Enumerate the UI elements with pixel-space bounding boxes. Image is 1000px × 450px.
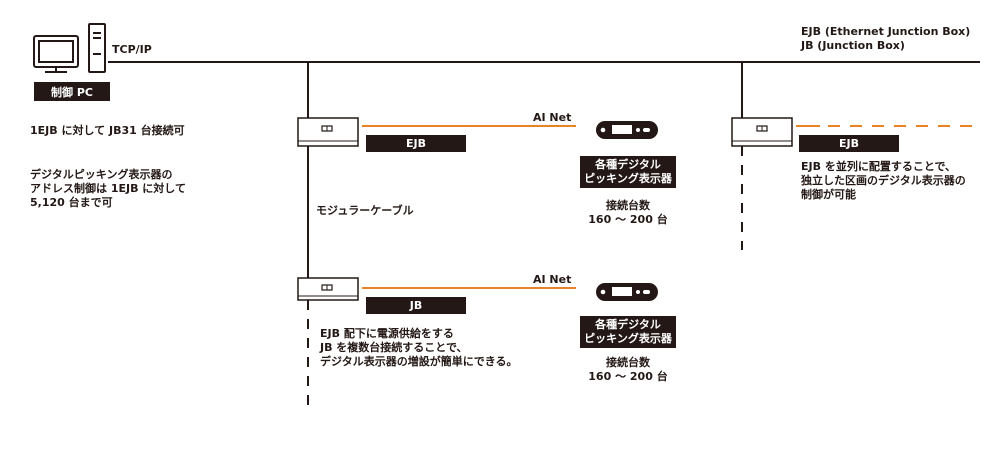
display-label-box: 各種デジタル ピッキング表示器 <box>580 156 676 188</box>
display-label-line: 各種デジタル <box>595 318 661 331</box>
right-ejb-note-line: 独立した区画のデジタル表示器の <box>801 174 966 187</box>
pc-note-line: アドレス制御は 1EJB に対して <box>30 182 186 195</box>
count-value: 160 ～ 200 台 <box>588 213 668 226</box>
display-label-line: ピッキング表示器 <box>584 332 672 345</box>
pc-note-line: デジタルピッキング表示器の <box>30 168 173 181</box>
pc-icon <box>33 23 106 73</box>
jb-box-icon <box>297 277 359 301</box>
right-ejb-box-icon <box>731 117 793 147</box>
count-label: 接続台数 <box>606 199 650 212</box>
tcp-ip-label: TCP/IP <box>112 43 152 56</box>
jb-note-line: EJB 配下に電源供給をする <box>320 327 454 340</box>
right-ejb-note-line: 制御が可能 <box>801 188 856 201</box>
right-ejb-note-line: EJB を並列に配置することで、 <box>801 160 957 173</box>
right-ejb-label: EJB <box>799 135 899 152</box>
ejb-label: EJB <box>366 135 466 152</box>
pc-note-connection: 1EJB に対して JB31 台接続可 <box>30 124 185 137</box>
jb-note-line: デジタル表示器の増設が簡単にできる。 <box>320 355 518 368</box>
display-label-box-jb: 各種デジタル ピッキング表示器 <box>580 316 676 348</box>
ejb-box-icon <box>297 117 359 147</box>
legend-jb: JB (Junction Box) <box>801 39 905 52</box>
display-label-line: 各種デジタル <box>595 158 661 171</box>
legend-ejb: EJB (Ethernet Junction Box) <box>801 25 971 38</box>
digital-display-icon <box>596 121 658 139</box>
modular-cable-label: モジュラーケーブル <box>316 204 414 217</box>
ai-net-label: AI Net <box>533 111 572 124</box>
count-value-jb: 160 ～ 200 台 <box>588 370 668 383</box>
digital-display-icon-jb <box>596 283 658 301</box>
ai-net-label-jb: AI Net <box>533 273 572 286</box>
pc-label: 制御 PC <box>34 82 110 101</box>
display-label-line: ピッキング表示器 <box>584 172 672 185</box>
jb-note-line: JB を複数台接続することで、 <box>320 341 468 354</box>
jb-label: JB <box>366 297 466 314</box>
count-label-jb: 接続台数 <box>606 356 650 369</box>
pc-note-line: 5,120 台まで可 <box>30 196 113 209</box>
